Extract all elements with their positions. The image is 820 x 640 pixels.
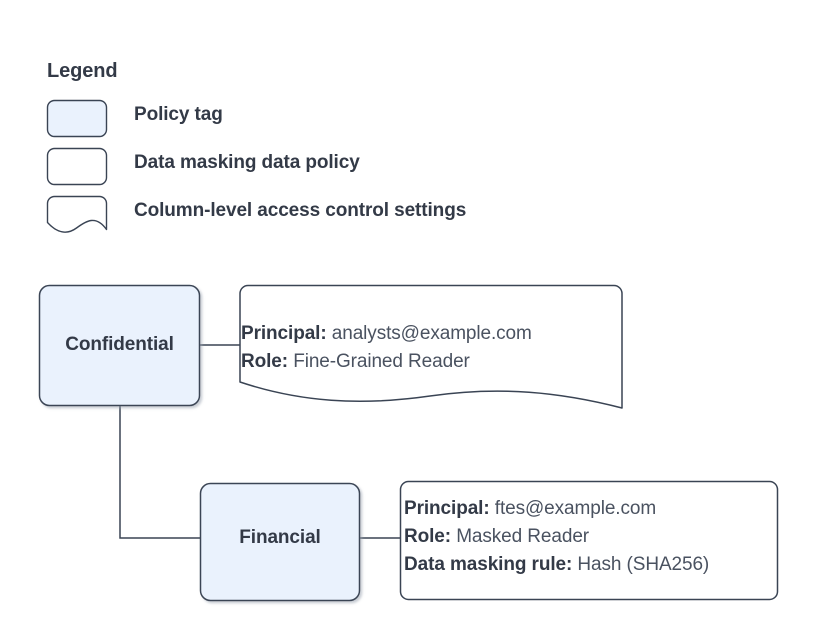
callout-row: Principal: analysts@example.com — [241, 320, 532, 348]
callout-row-value: Hash (SHA256) — [577, 554, 710, 575]
callout-confidential-shape — [239, 284, 623, 409]
legend-title: Legend — [47, 60, 118, 82]
callout-row-key: Role: — [241, 351, 294, 372]
legend-label-column-access-settings: Column-level access control settings — [134, 200, 467, 221]
callout-row-key: Data masking rule: — [404, 554, 578, 575]
legend-label-data-masking-policy: Data masking data policy — [134, 152, 360, 173]
callout-confidential-text: Principal: analysts@example.com Role: Fi… — [241, 320, 532, 376]
node-confidential-shape[interactable] — [38, 284, 201, 407]
callout-row-key: Principal: — [404, 498, 495, 519]
callout-row: Principal: ftes@example.com — [404, 495, 709, 523]
callout-row-value: ftes@example.com — [494, 498, 657, 519]
callout-financial-shape — [399, 480, 779, 601]
callout-row: Role: Masked Reader — [404, 523, 709, 551]
callout-financial-text: Principal: ftes@example.com Role: Masked… — [404, 495, 709, 579]
node-financial-shape[interactable] — [199, 482, 361, 602]
callout-row-value: Fine-Grained Reader — [293, 351, 470, 372]
legend-swatch-data-masking-policy — [46, 147, 108, 186]
legend-label-policy-tag: Policy tag — [134, 104, 223, 125]
callout-row: Role: Fine-Grained Reader — [241, 348, 532, 376]
callout-row-key: Principal: — [241, 323, 332, 344]
node-label-confidential: Confidential — [65, 334, 174, 355]
callout-row: Data masking rule: Hash (SHA256) — [404, 551, 709, 579]
legend-swatch-policy-tag — [46, 99, 108, 138]
callout-row-value: Masked Reader — [456, 526, 590, 547]
callout-row-value: analysts@example.com — [331, 323, 532, 344]
node-label-financial: Financial — [239, 527, 321, 548]
callout-row-key: Role: — [404, 526, 457, 547]
legend-swatch-column-access-settings — [46, 195, 108, 233]
connector-confidential-to-financial — [119, 406, 200, 539]
